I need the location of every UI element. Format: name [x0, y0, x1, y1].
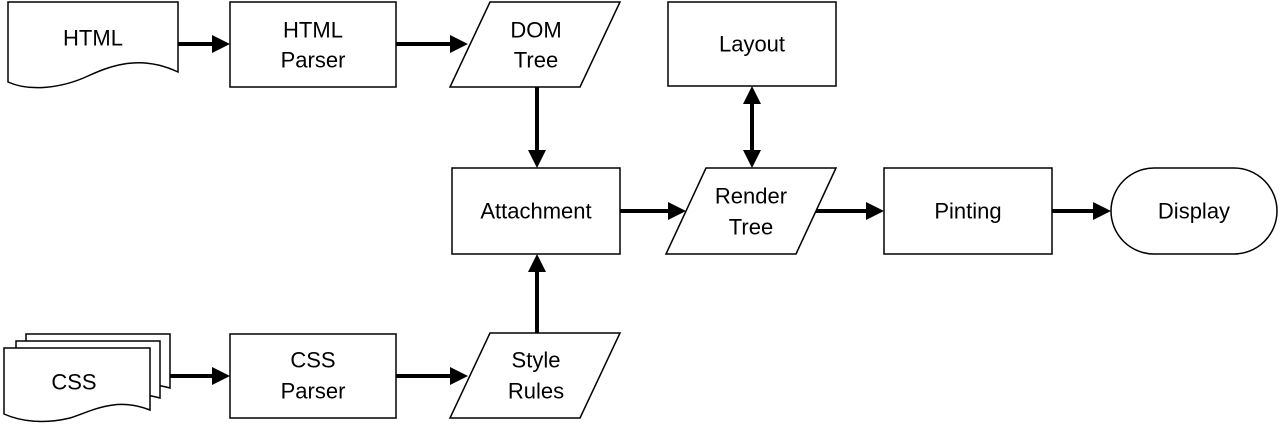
- node-render-tree-line2: Tree: [729, 215, 773, 240]
- node-html-parser-line2: Parser: [281, 48, 346, 73]
- edge-attachment-to-render-tree: [620, 202, 686, 220]
- node-css-parser-line2: Parser: [281, 379, 346, 404]
- node-style-rules: Style Rules: [448, 332, 622, 419]
- node-layout-label: Layout: [719, 32, 785, 57]
- node-render-tree-line1: Render: [715, 184, 787, 209]
- edge-pinting-to-display: [1052, 202, 1111, 220]
- node-html-label: HTML: [63, 26, 123, 51]
- node-css-label: CSS: [51, 370, 96, 395]
- edge-css-parser-to-style-rules: [396, 367, 468, 385]
- node-html: HTML: [7, 1, 179, 89]
- node-attachment-label: Attachment: [480, 199, 591, 224]
- node-html-parser-line1: HTML: [283, 18, 343, 43]
- node-dom-tree: DOM Tree: [448, 1, 622, 88]
- edge-style-rules-to-attachment: [528, 254, 546, 333]
- node-dom-tree-line2: Tree: [514, 48, 558, 73]
- html-document-shape: [7, 1, 179, 89]
- node-style-rules-line2: Rules: [508, 379, 564, 404]
- edge-html-parser-to-dom-tree: [396, 35, 468, 53]
- node-layout: Layout: [667, 1, 837, 87]
- node-css-parser: CSS Parser: [229, 333, 397, 419]
- node-css-parser-line1: CSS: [290, 348, 335, 373]
- node-display-label: Display: [1158, 199, 1230, 224]
- node-dom-tree-line1: DOM: [510, 18, 561, 43]
- node-html-parser: HTML Parser: [229, 1, 397, 88]
- node-css: CSS: [3, 333, 171, 423]
- node-pinting-label: Pinting: [934, 199, 1001, 224]
- node-style-rules-line1: Style: [512, 348, 561, 373]
- edge-css-to-css-parser: [170, 367, 230, 385]
- node-display: Display: [1110, 167, 1278, 255]
- node-attachment: Attachment: [451, 167, 621, 255]
- edge-dom-tree-to-attachment: [528, 87, 546, 168]
- edge-html-to-html-parser: [178, 35, 230, 53]
- edge-render-tree-to-pinting: [816, 202, 884, 220]
- edge-render-tree-layout-bidirectional: [743, 86, 761, 168]
- node-render-tree: Render Tree: [664, 167, 838, 255]
- css-document-front: [3, 347, 151, 423]
- node-pinting: Pinting: [883, 167, 1053, 255]
